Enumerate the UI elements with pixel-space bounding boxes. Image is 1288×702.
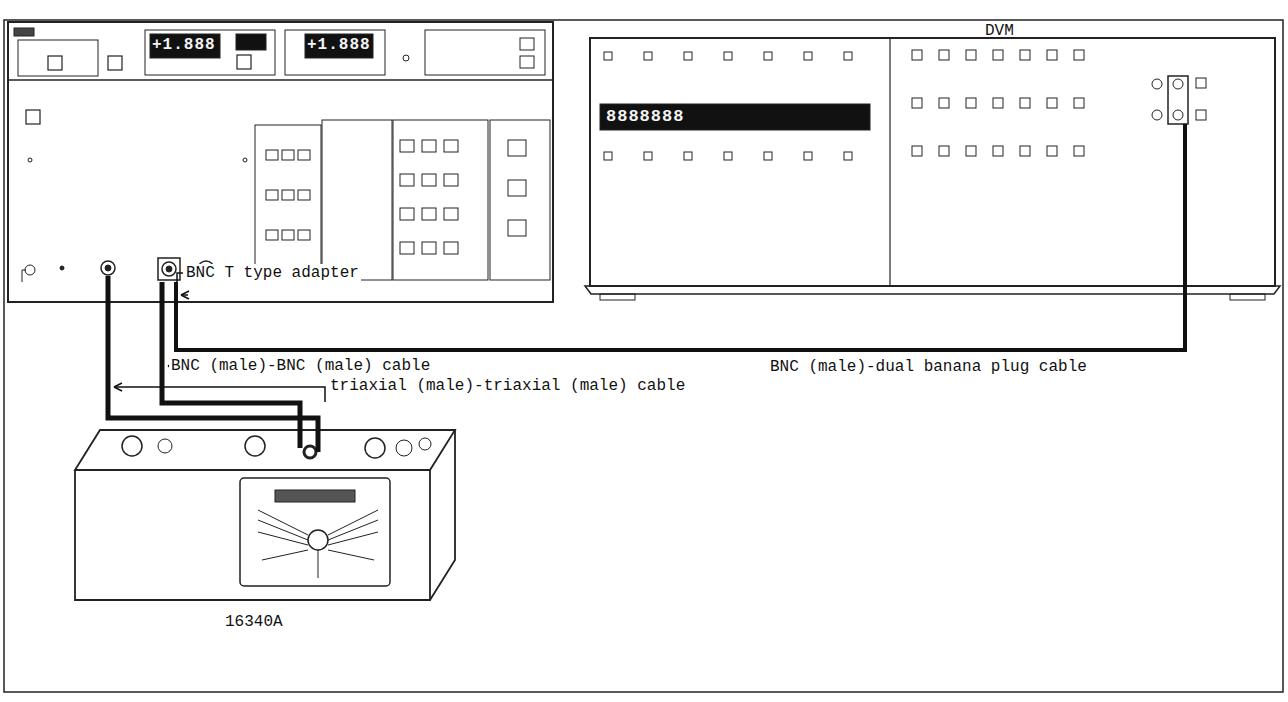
button (724, 52, 732, 60)
button (444, 242, 458, 254)
button (508, 180, 526, 196)
node-label: 16340A (225, 613, 283, 631)
button (298, 190, 310, 200)
button (844, 152, 852, 160)
button (912, 146, 922, 156)
button (684, 52, 692, 60)
button (298, 150, 310, 160)
button (282, 150, 294, 160)
button (400, 208, 414, 220)
button (966, 50, 976, 60)
button (1020, 50, 1030, 60)
fixture-box (75, 430, 455, 600)
display-readout: +1.888 (307, 36, 371, 54)
button (400, 242, 414, 254)
cable-label: BNC (male)-BNC (male) cable (169, 357, 432, 375)
button (604, 52, 612, 60)
cable-label: triaxial (male)-triaxial (male) cable (328, 377, 687, 395)
button (764, 52, 772, 60)
dvm-body (585, 38, 1280, 300)
button (282, 230, 294, 240)
button (1074, 146, 1084, 156)
button (684, 152, 692, 160)
button (804, 152, 812, 160)
button (804, 52, 812, 60)
fixture-box: 16340A (70, 425, 460, 640)
button (993, 98, 1003, 108)
button (966, 98, 976, 108)
button (1047, 98, 1057, 108)
button (400, 174, 414, 186)
button (912, 50, 922, 60)
button (1020, 98, 1030, 108)
button (508, 220, 526, 236)
button (266, 190, 278, 200)
button (644, 52, 652, 60)
button (604, 152, 612, 160)
button (298, 230, 310, 240)
button (400, 140, 414, 152)
button (939, 98, 949, 108)
button (966, 146, 976, 156)
button (844, 52, 852, 60)
leader-lines (114, 273, 325, 402)
button (444, 208, 458, 220)
node-label: DVM (985, 22, 1014, 40)
frame (4, 20, 1283, 692)
button (282, 190, 294, 200)
button (1020, 146, 1030, 156)
button (266, 150, 278, 160)
button (422, 242, 436, 254)
button (1047, 146, 1057, 156)
button (764, 152, 772, 160)
button (1047, 50, 1057, 60)
part-label: BNC T type adapter (184, 264, 361, 282)
button (993, 146, 1003, 156)
button (508, 140, 526, 156)
button (266, 230, 278, 240)
button (1074, 50, 1084, 60)
button (912, 98, 922, 108)
button (939, 146, 949, 156)
button (724, 152, 732, 160)
button (444, 174, 458, 186)
button (1074, 98, 1084, 108)
display-readout: +1.888 (152, 36, 216, 54)
button (939, 50, 949, 60)
display-readout: 8888888 (606, 108, 684, 126)
pa-meter (8, 22, 553, 302)
instrument-box: DVM (588, 8, 1278, 308)
button (422, 208, 436, 220)
button (422, 174, 436, 186)
button (644, 152, 652, 160)
cable-label: BNC (male)-dual banana plug cable (768, 358, 1089, 376)
button (993, 50, 1003, 60)
button (444, 140, 458, 152)
cables (108, 124, 1185, 452)
button (422, 140, 436, 152)
